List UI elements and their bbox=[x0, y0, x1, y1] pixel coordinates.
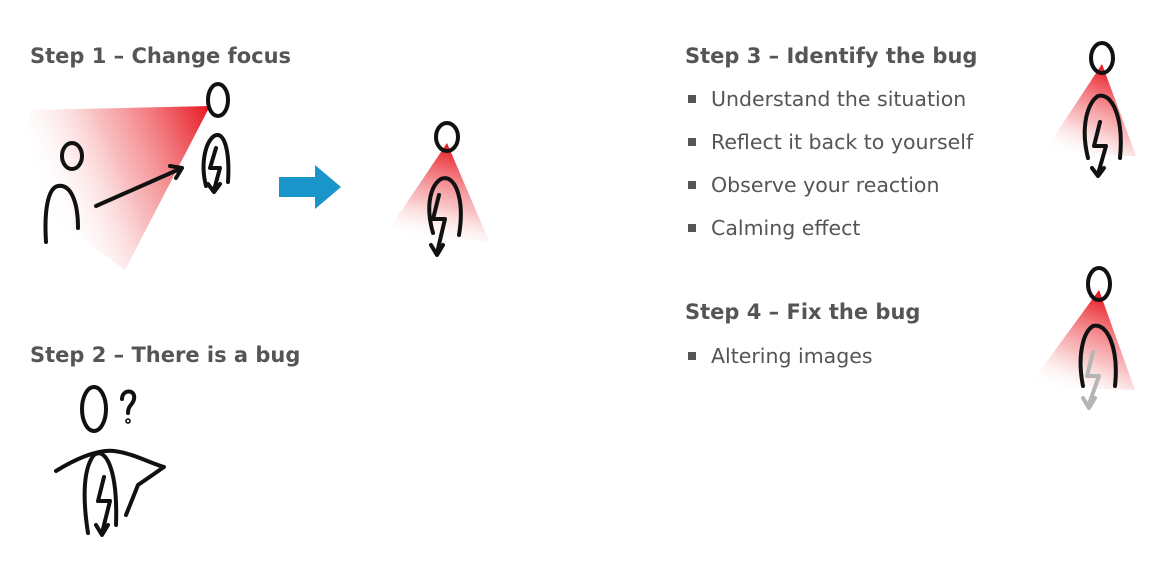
target-head bbox=[206, 82, 230, 118]
bullet-item: Reflect it back to yourself bbox=[685, 129, 973, 172]
bullet-item: Calming effect bbox=[685, 215, 973, 258]
observer-head bbox=[60, 141, 84, 171]
figure-bug-faded bbox=[1081, 350, 1101, 410]
step1-title: Step 1 – Change focus bbox=[30, 44, 292, 68]
figure-head bbox=[1089, 41, 1115, 75]
figure-bug bbox=[94, 475, 112, 537]
bullet-square-icon bbox=[688, 95, 696, 103]
bullet-item: Understand the situation bbox=[685, 86, 973, 129]
bullet-square-icon bbox=[688, 352, 696, 360]
figure-body bbox=[82, 451, 119, 535]
step4-bullet-list: Altering images bbox=[685, 343, 873, 386]
figure-head bbox=[1086, 266, 1112, 302]
step3-title: Step 3 – Identify the bug bbox=[685, 44, 978, 68]
observer-body bbox=[43, 183, 80, 244]
target-body bbox=[201, 133, 231, 188]
bullet-square-icon bbox=[688, 224, 696, 232]
target-bug bbox=[206, 146, 222, 194]
figure-body bbox=[427, 176, 463, 237]
bullet-item: Observe your reaction bbox=[685, 172, 973, 215]
bullet-item: Altering images bbox=[685, 343, 873, 386]
figure-bug bbox=[429, 193, 447, 257]
spotlight-cone bbox=[30, 106, 210, 270]
bullet-square-icon bbox=[688, 138, 696, 146]
figure-cape bbox=[54, 448, 166, 517]
change-focus-sketch bbox=[30, 82, 231, 270]
question-mark-icon bbox=[120, 389, 137, 415]
figure-bug bbox=[1090, 120, 1108, 178]
bullet-text: Calming effect bbox=[711, 216, 861, 240]
bug-figure-sketch bbox=[54, 385, 166, 537]
step3-bullet-list: Understand the situation Reflect it back… bbox=[685, 86, 973, 258]
focused-figure-sketch bbox=[385, 121, 489, 257]
figure-body bbox=[1078, 323, 1118, 388]
step2-title: Step 2 – There is a bug bbox=[30, 343, 301, 367]
right-arrow-icon bbox=[279, 165, 341, 209]
fix-bug-figure-sketch bbox=[1029, 266, 1135, 410]
step4-title: Step 4 – Fix the bug bbox=[685, 300, 921, 324]
bullet-text: Reflect it back to yourself bbox=[711, 130, 974, 154]
bullet-square-icon bbox=[688, 181, 696, 189]
gaze-arrow bbox=[94, 164, 184, 208]
spotlight-cone bbox=[385, 143, 489, 241]
identify-bug-figure-sketch bbox=[1044, 41, 1136, 178]
figure-head bbox=[80, 385, 108, 433]
bullet-text: Altering images bbox=[711, 344, 873, 368]
bullet-text: Observe your reaction bbox=[711, 173, 940, 197]
figure-head bbox=[434, 121, 460, 153]
figure-body bbox=[1082, 93, 1123, 160]
bullet-text: Understand the situation bbox=[711, 87, 967, 111]
